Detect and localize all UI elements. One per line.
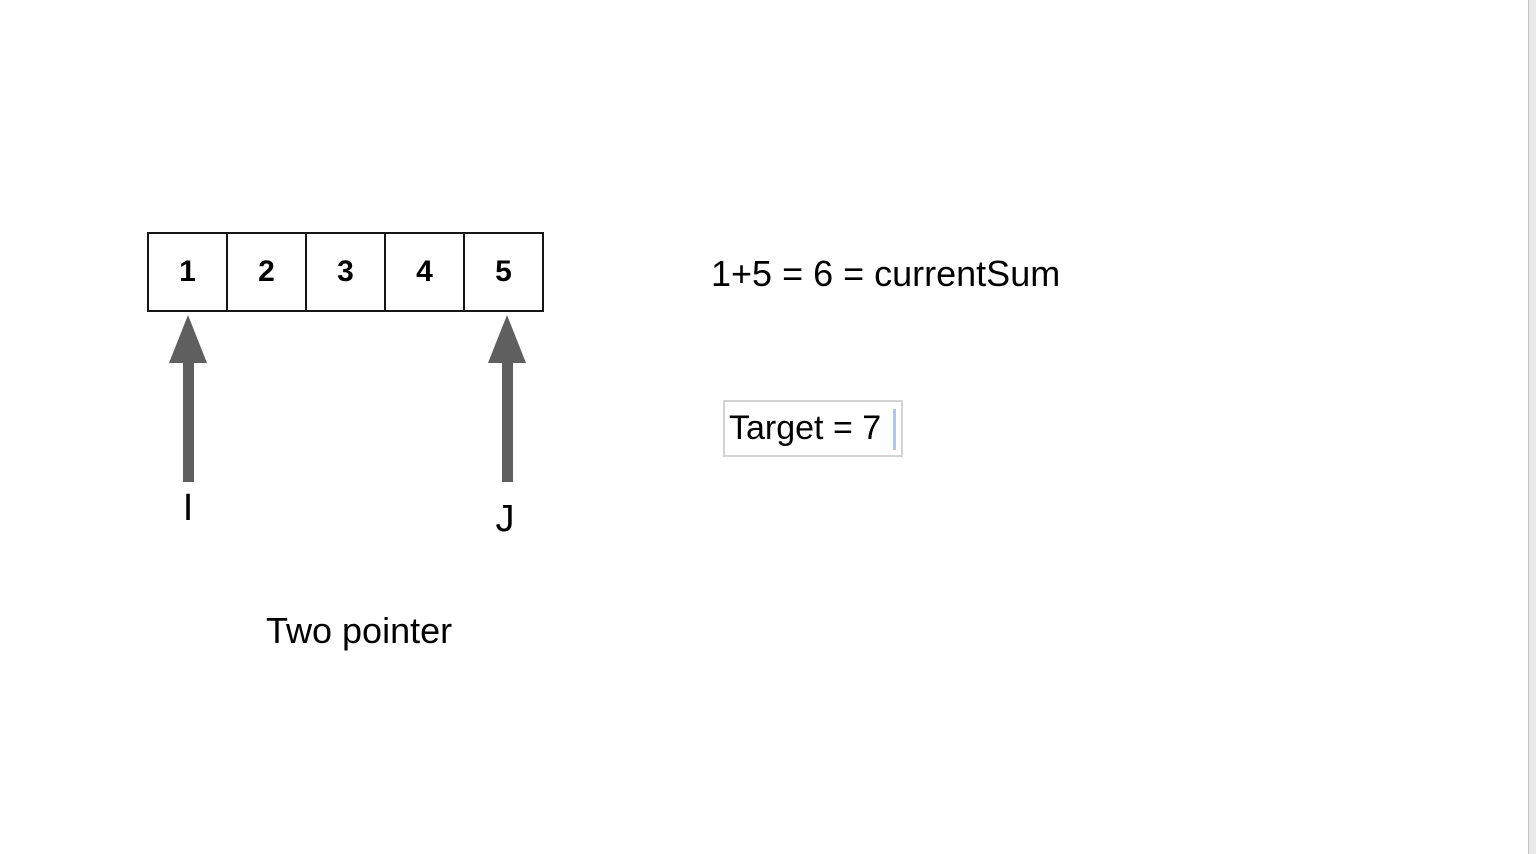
array-cell-value: 4 xyxy=(416,255,433,288)
arrow-up-icon xyxy=(488,315,526,363)
arrow-shaft xyxy=(501,363,513,482)
array-cell[interactable]: 3 xyxy=(305,232,386,312)
pointer-arrow-j[interactable] xyxy=(488,315,526,482)
array-cell-value: 5 xyxy=(495,255,512,288)
target-textbox-value: Target = 7 xyxy=(729,409,882,447)
pointer-arrow-i[interactable] xyxy=(169,315,207,482)
target-textbox[interactable]: Target = 7 xyxy=(723,400,903,457)
array-cell[interactable]: 4 xyxy=(384,232,465,312)
window-edge xyxy=(1528,0,1536,854)
array-cell-value: 2 xyxy=(258,255,275,288)
array-cell[interactable]: 5 xyxy=(463,232,544,312)
array-cell[interactable]: 1 xyxy=(147,232,228,312)
pointer-label-j[interactable]: J xyxy=(495,498,515,540)
array-cell-value: 1 xyxy=(179,255,196,288)
pointer-label-i[interactable]: I xyxy=(182,487,194,529)
text-caret xyxy=(893,409,896,450)
arrow-shaft xyxy=(182,363,194,482)
caption-text[interactable]: Two pointer xyxy=(266,610,453,651)
array-cell[interactable]: 2 xyxy=(226,232,307,312)
current-sum-text[interactable]: 1+5 = 6 = currentSum xyxy=(711,253,1061,294)
arrow-up-icon xyxy=(169,315,207,363)
array: 1 2 3 4 5 xyxy=(147,232,544,312)
array-cell-value: 3 xyxy=(337,255,354,288)
